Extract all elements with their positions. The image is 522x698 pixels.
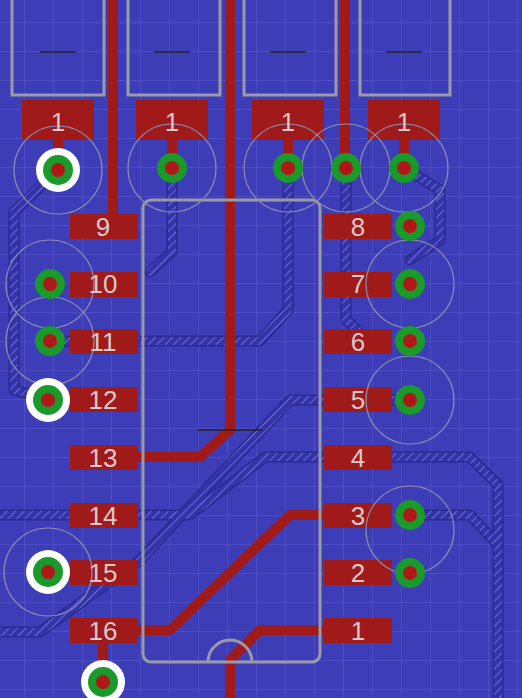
pin-number: 1 (351, 618, 365, 644)
pin-number: 15 (89, 560, 118, 586)
pin-number: 10 (89, 271, 118, 297)
pin-number: 8 (351, 214, 365, 240)
pin-number: 2 (351, 560, 365, 586)
pin-number: 4 (351, 445, 365, 471)
pin-number: 9 (96, 214, 110, 240)
pin-number: 6 (351, 329, 365, 355)
pad-number: 1 (397, 109, 411, 135)
pad-number: 1 (51, 109, 65, 135)
pin-number: 14 (89, 503, 118, 529)
pad-number: 1 (165, 109, 179, 135)
pin-number: 16 (89, 618, 118, 644)
pin-number: 7 (351, 271, 365, 297)
pin-number: 13 (89, 445, 118, 471)
pin-number: 11 (90, 329, 117, 355)
pin-number: 5 (351, 387, 365, 413)
pin-number: 3 (351, 503, 365, 529)
pin-number: 12 (89, 387, 118, 413)
pad-number: 1 (281, 109, 295, 135)
